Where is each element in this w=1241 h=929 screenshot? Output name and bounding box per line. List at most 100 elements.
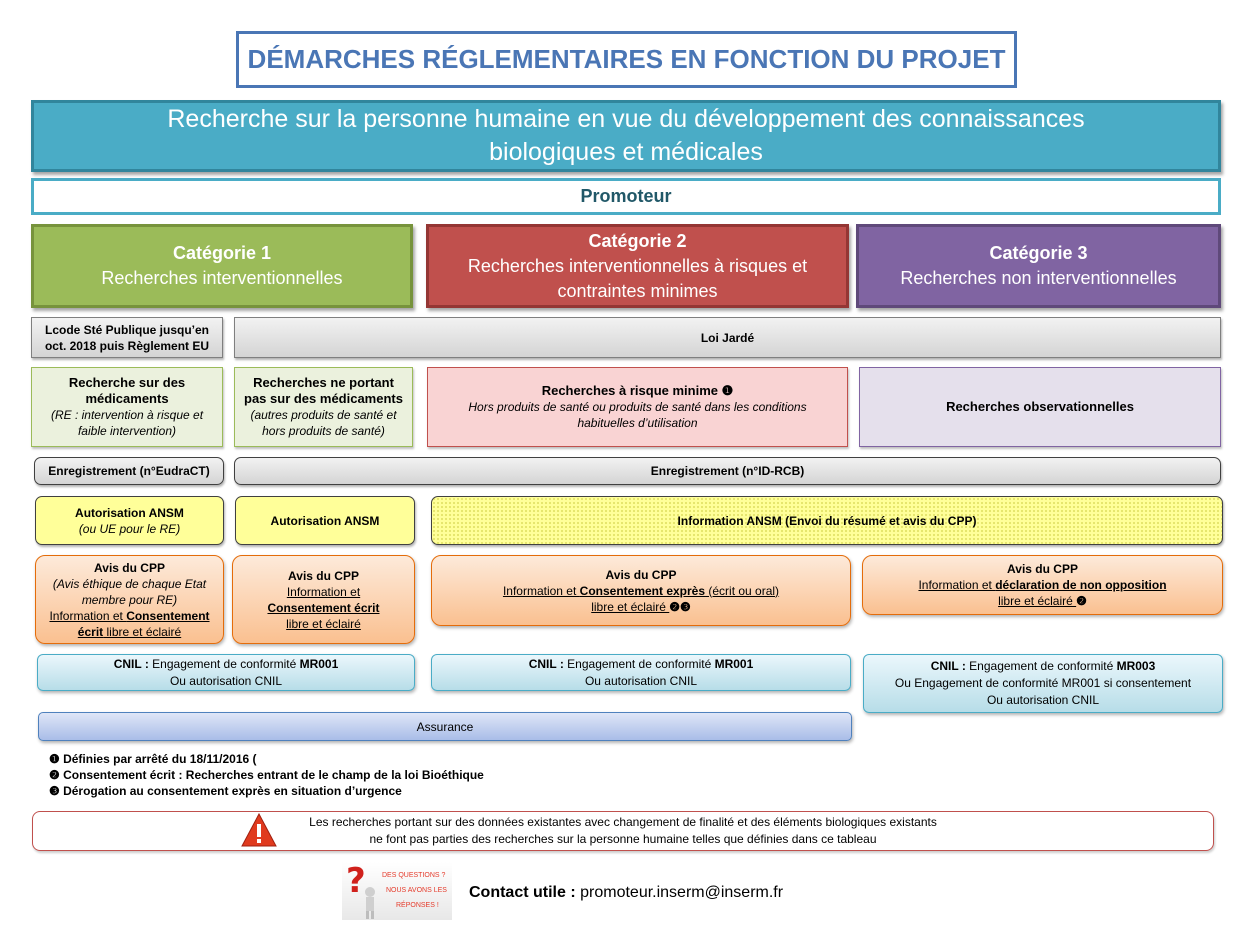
cpp2-line2: Information et	[286, 584, 361, 599]
assurance-label: Assurance	[416, 719, 474, 734]
warning-icon	[241, 812, 277, 847]
category-2-subtitle-line1: Recherches interventionnelles à risques …	[467, 255, 808, 276]
assurance-box: Assurance	[38, 712, 852, 741]
ansm-auth1-detail: (ou UE pour le RE)	[78, 521, 181, 536]
contact-label: Contact utile :	[469, 884, 576, 901]
warning-box: Les recherches portant sur des données e…	[32, 811, 1214, 851]
cpp2-title: Avis du CPP	[288, 568, 359, 583]
note-2-3-markers: ❷❸	[669, 599, 691, 614]
research-medicaments: Recherche sur des médicaments (RE : inte…	[31, 367, 223, 447]
footnote-2: ❷ Consentement écrit : Recherches entran…	[49, 768, 484, 782]
risque-minime-detail-1: Hors produits de santé ou produits de sa…	[468, 400, 807, 414]
cpp4-title: Avis du CPP	[1007, 562, 1078, 576]
legal-left-line2: oct. 2018 puis Règlement EU	[44, 338, 210, 353]
cpp4-line2: Information et déclaration de non opposi…	[918, 578, 1167, 592]
note-2-marker: ❷	[1076, 594, 1087, 608]
ansm-info-label: Information ANSM (Envoi du résumé et avi…	[677, 513, 977, 528]
questions-image: ? DES QUESTIONS ? NOUS AVONS LES RÉPONSE…	[342, 862, 452, 920]
promoteur-box: Promoteur	[31, 178, 1221, 215]
registration-idrcb: Enregistrement (n°ID-RCB)	[234, 457, 1221, 485]
cpp3-title: Avis du CPP	[605, 567, 677, 582]
cpp1-line2: (Avis éthique de chaque Etat	[52, 576, 207, 591]
cnil3-line3: Ou autorisation CNIL	[986, 693, 1100, 707]
page-title: DÉMARCHES RÉGLEMENTAIRES EN FONCTION DU …	[236, 31, 1017, 88]
cpp2-line3: Consentement écrit	[267, 600, 380, 615]
category-2-title: Catégorie 2	[588, 230, 687, 251]
registration-idrcb-label: Enregistrement (n°ID-RCB)	[650, 464, 805, 478]
cpp-box-4: Avis du CPP Information et déclaration d…	[862, 555, 1223, 615]
category-2-subtitle-line2: contraintes minimes	[557, 280, 718, 301]
question-mark-figure-icon: ?	[346, 862, 375, 919]
category-1-box: Catégorie 1 Recherches interventionnelle…	[31, 224, 413, 308]
registration-eudract: Enregistrement (n°EudraCT)	[34, 457, 224, 485]
banner-line1: Recherche sur la personne humaine en vue…	[167, 105, 1085, 133]
ansm-auth1-title: Autorisation ANSM	[75, 505, 184, 520]
registration-eudract-label: Enregistrement (n°EudraCT)	[48, 464, 210, 478]
page-title-text: DÉMARCHES RÉGLEMENTAIRES EN FONCTION DU …	[247, 44, 1006, 74]
category-3-title: Catégorie 3	[989, 243, 1088, 263]
promoteur-label: Promoteur	[580, 186, 672, 206]
research-banner: Recherche sur la personne humaine en vue…	[31, 100, 1221, 172]
medicaments-detail-2: faible intervention)	[77, 424, 177, 438]
non-medicaments-detail-1: (autres produits de santé et	[250, 408, 397, 422]
warning-line2: ne font pas parties des recherches sur l…	[369, 832, 877, 846]
medicaments-title-2: médicaments	[85, 391, 169, 406]
research-risque-minime: Recherches à risque minime ❶ Hors produi…	[427, 367, 848, 447]
ansm-auth2-title: Autorisation ANSM	[270, 513, 380, 528]
note-1-marker: ❶	[721, 383, 734, 398]
cpp-box-1: Avis du CPP (Avis éthique de chaque Etat…	[35, 555, 224, 644]
cpp1-line3: membre pour RE)	[81, 592, 178, 607]
category-2-box: Catégorie 2 Recherches interventionnelle…	[426, 224, 849, 308]
ansm-information: Information ANSM (Envoi du résumé et avi…	[431, 496, 1223, 545]
loi-jarde-label: Loi Jardé	[700, 330, 755, 345]
cnil3-line1: CNIL : Engagement de conformité MR003	[930, 659, 1156, 673]
non-medicaments-title-1: Recherches ne portant	[253, 375, 394, 390]
ansm-authorization-1: Autorisation ANSM (ou UE pour le RE)	[35, 496, 224, 545]
cnil3-line2: Ou Engagement de conformité MR001 si con…	[894, 676, 1192, 690]
non-medicaments-detail-2: hors produits de santé)	[262, 424, 385, 438]
category-1-title: Catégorie 1	[172, 243, 272, 263]
legal-framework-eu: Lcode Sté Publique jusqu’en oct. 2018 pu…	[31, 317, 223, 358]
category-1-subtitle: Recherches interventionnelles	[101, 268, 343, 288]
cpp1-line5: écrit libre et éclairé	[77, 624, 182, 639]
legal-left-line1: Lcode Sté Publique jusqu’en	[44, 322, 209, 337]
contact-email[interactable]: promoteur.inserm@inserm.fr	[575, 884, 784, 901]
risque-minime-title: Recherches à risque minime ❶	[541, 383, 734, 398]
cpp-box-2: Avis du CPP Information et Consentement …	[232, 555, 415, 644]
warning-line1: Les recherches portant sur des données e…	[309, 815, 937, 829]
cnil-box-1: CNIL : Engagement de conformité MR001 Ou…	[37, 654, 415, 691]
cpp3-line3: libre et éclairé ❷❸	[591, 599, 691, 614]
non-medicaments-title-2: pas sur des médicaments	[244, 391, 403, 406]
research-non-medicaments: Recherches ne portant pas sur des médica…	[234, 367, 413, 447]
svg-text:?: ?	[346, 862, 366, 901]
footnotes: ❶ Définies par arrêté du 18/11/2016 ( ❷ …	[49, 751, 484, 799]
cpp2-line4: libre et éclairé	[286, 616, 361, 631]
footnote-3: ❸ Dérogation au consentement exprès en s…	[49, 784, 402, 798]
research-observationnelles: Recherches observationnelles	[859, 367, 1221, 447]
cnil1-line1: CNIL : Engagement de conformité MR001	[113, 656, 339, 671]
cpp3-line2: Information et Consentement exprès (écri…	[502, 583, 780, 598]
medicaments-detail-1: (RE : intervention à risque et	[50, 408, 204, 422]
cnil2-line2: Ou autorisation CNIL	[584, 673, 698, 688]
risque-minime-detail-2: habituelles d’utilisation	[577, 416, 698, 430]
questions-line2: NOUS AVONS LES	[386, 887, 447, 894]
questions-line3: RÉPONSES !	[396, 902, 439, 909]
legal-framework-jarde: Loi Jardé	[234, 317, 1221, 358]
banner-line2: biologiques et médicales	[489, 138, 763, 166]
cnil-box-3: CNIL : Engagement de conformité MR003 Ou…	[863, 654, 1223, 713]
cpp1-line4: Information et Consentement	[49, 608, 210, 623]
category-3-box: Catégorie 3 Recherches non interventionn…	[856, 224, 1221, 308]
cnil2-line1: CNIL : Engagement de conformité MR001	[528, 656, 754, 671]
footnote-1: ❶ Définies par arrêté du 18/11/2016 (	[49, 752, 257, 766]
observationnelles-title: Recherches observationnelles	[946, 399, 1134, 414]
cnil-box-2: CNIL : Engagement de conformité MR001 Ou…	[431, 654, 851, 691]
cpp-box-3: Avis du CPP Information et Consentement …	[431, 555, 851, 626]
contact-line: Contact utile : promoteur.inserm@inserm.…	[469, 884, 783, 902]
medicaments-title-1: Recherche sur des	[68, 375, 186, 390]
questions-text: DES QUESTIONS ? NOUS AVONS LES RÉPONSES …	[382, 868, 447, 913]
cnil1-line2: Ou autorisation CNIL	[169, 673, 283, 688]
cpp4-line3: libre et éclairé ❷	[998, 594, 1087, 608]
ansm-authorization-2: Autorisation ANSM	[235, 496, 415, 545]
cpp1-title: Avis du CPP	[94, 560, 165, 575]
questions-line1: DES QUESTIONS ?	[382, 872, 446, 879]
